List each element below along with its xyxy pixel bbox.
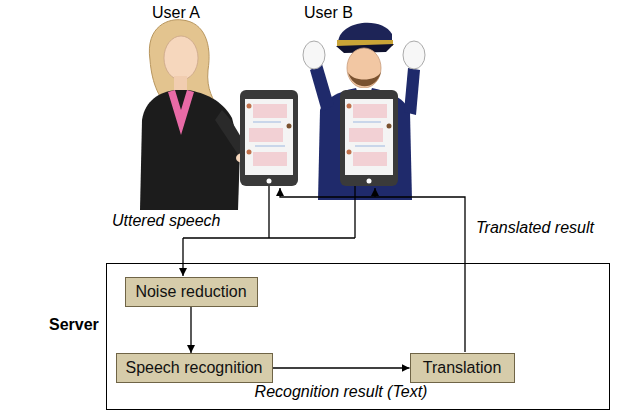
user-a-figure [140, 20, 250, 210]
phone-a [240, 90, 298, 186]
avatar [287, 124, 292, 129]
home-button [267, 179, 272, 184]
home-button [367, 179, 372, 184]
user-name: User B [304, 4, 353, 22]
process-box: Noise reduction [125, 277, 258, 307]
process-label: Speech recognition [126, 359, 263, 377]
chat-line [255, 145, 285, 147]
face [164, 36, 198, 80]
phone-body [240, 90, 298, 186]
server-label: Server [49, 316, 99, 334]
user-b-figure [303, 23, 425, 200]
phone-screen [245, 99, 293, 175]
edge-label: Recognition result (Text) [252, 383, 431, 401]
process-box: Translation [410, 353, 515, 383]
neck [174, 76, 187, 92]
glove [403, 41, 425, 69]
avatar [247, 150, 252, 155]
flow-label: Translated result [476, 219, 594, 237]
cap [338, 23, 392, 46]
blouse [168, 90, 194, 135]
beard [348, 72, 381, 86]
phone-b [340, 90, 398, 186]
flow-arrow [190, 307, 191, 353]
glove [303, 41, 325, 69]
avatar [347, 150, 352, 155]
flow-arrow [273, 367, 410, 368]
chat-bubble [253, 104, 287, 118]
process-label: Noise reduction [135, 283, 246, 301]
flow-label: Uttered speech [112, 212, 221, 230]
face [347, 48, 381, 88]
avatar [247, 104, 252, 109]
process-box: Speech recognition [116, 353, 273, 383]
jacket [140, 90, 240, 210]
chat-bubble [353, 104, 387, 118]
speech-wire [182, 238, 183, 276]
wires [183, 186, 465, 352]
phone-screen [345, 99, 393, 175]
chat-bubble [349, 128, 383, 142]
chat-line [353, 121, 381, 123]
chat-line [355, 145, 385, 147]
avatar [387, 124, 392, 129]
phone-body [340, 90, 398, 186]
result-wire [374, 188, 375, 197]
avatar [347, 104, 352, 109]
chat-bubble [353, 152, 387, 166]
result-wire [280, 188, 465, 352]
chat-bubble [249, 128, 283, 142]
user-name: User A [152, 4, 200, 22]
left-arm [310, 64, 334, 112]
chat-bubble [253, 152, 287, 166]
right-arm [404, 68, 420, 115]
chat-line [253, 121, 281, 123]
process-label: Translation [423, 359, 502, 377]
